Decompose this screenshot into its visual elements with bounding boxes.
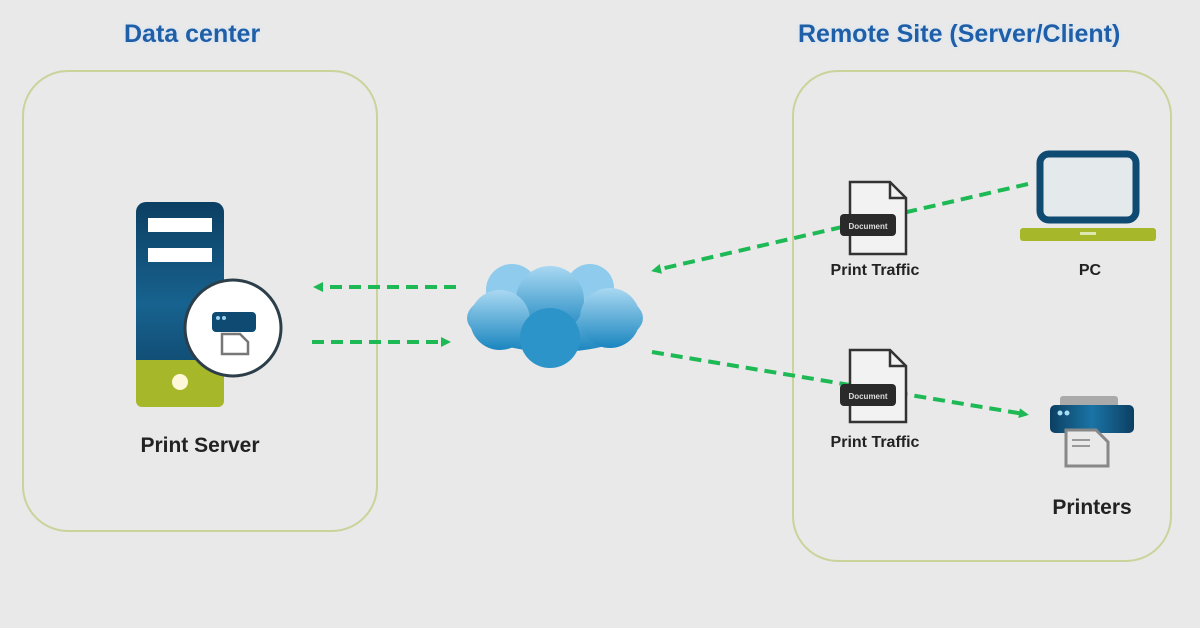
printer-icon xyxy=(1050,396,1134,468)
pc-laptop-icon xyxy=(1020,150,1156,241)
print-traffic-label-bottom: Print Traffic xyxy=(830,434,920,451)
printers-label: Printers xyxy=(1052,496,1132,519)
document-tag-top: Document xyxy=(848,222,887,231)
cloud-icon xyxy=(467,264,643,368)
print-server-icon xyxy=(136,202,283,407)
arrow-cloud-to-printers xyxy=(651,350,1029,419)
document-icon-top: Document xyxy=(840,180,908,256)
document-icon-bottom: Document xyxy=(840,348,908,424)
remote-site-title: Remote Site (Server/Client) xyxy=(798,20,1121,48)
print-server-label: Print Server xyxy=(140,434,260,457)
print-traffic-label-top: Print Traffic xyxy=(830,262,920,279)
document-tag-bottom: Document xyxy=(848,392,887,401)
data-center-box xyxy=(22,70,378,532)
pc-label: PC xyxy=(1078,262,1102,279)
data-center-title: Data center xyxy=(124,20,261,48)
remote-site-box xyxy=(792,70,1172,562)
